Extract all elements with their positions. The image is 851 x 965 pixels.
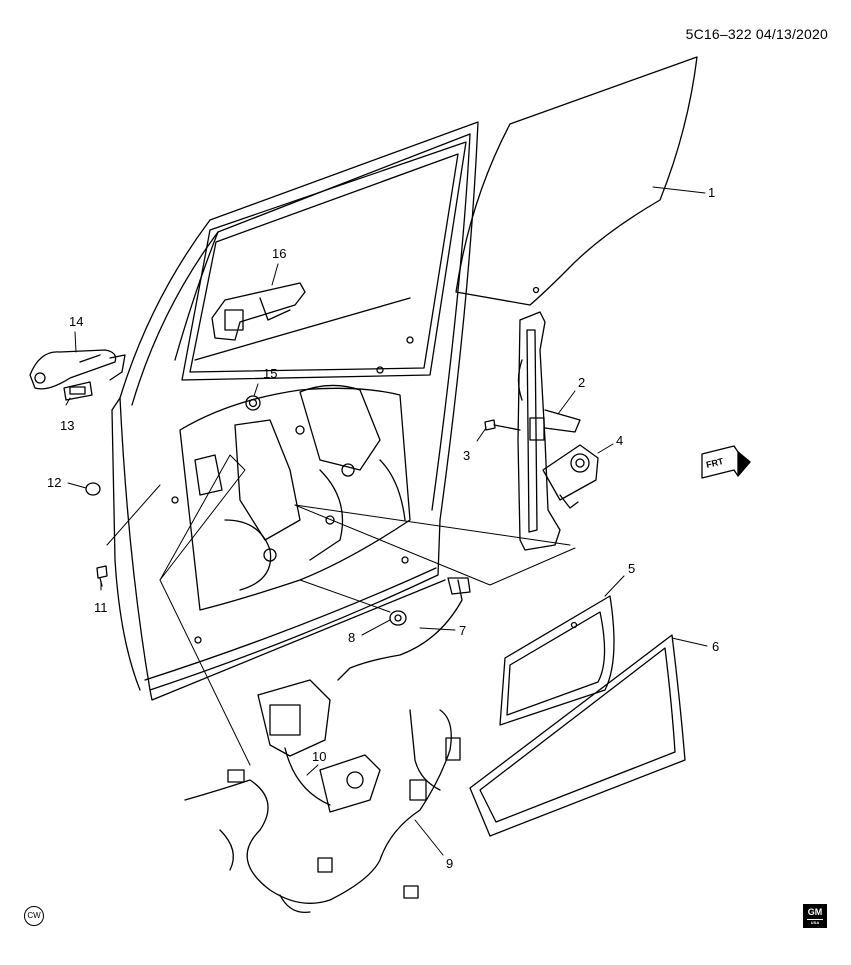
bolt-11	[96, 565, 108, 587]
leader-lines	[65, 186, 708, 856]
door-shell	[111, 121, 479, 701]
callout-16: 16	[272, 246, 287, 261]
front-direction-arrow	[701, 445, 751, 479]
outside-handle	[29, 349, 126, 390]
handle-bezel	[63, 381, 93, 401]
cw-badge: CW	[24, 906, 44, 926]
lock-cable	[337, 577, 471, 681]
gm-logo: GM USA	[803, 904, 827, 928]
wiring-harness	[184, 709, 461, 914]
callout-9: 9	[446, 856, 454, 871]
callout-6: 6	[712, 639, 720, 654]
callout-8: 8	[348, 630, 356, 645]
callout-4: 4	[616, 433, 624, 448]
callout-12: 12	[47, 475, 62, 490]
callout-13: 13	[60, 418, 75, 433]
callout-10: 10	[312, 749, 327, 764]
callout-3: 3	[463, 448, 471, 463]
water-deflector	[499, 595, 615, 726]
callout-14: 14	[69, 314, 84, 329]
regulator-motor	[542, 444, 599, 509]
callout-2: 2	[578, 375, 586, 390]
door-glass	[455, 56, 698, 306]
plug	[85, 482, 101, 496]
gm-logo-subtext: USA	[807, 919, 823, 925]
screw-3	[484, 419, 521, 431]
callout-11: 11	[94, 600, 108, 615]
door-latch	[257, 679, 381, 813]
callout-15: 15	[263, 366, 278, 381]
inside-handle	[211, 282, 306, 341]
callout-1: 1	[708, 185, 716, 200]
trim-panel	[469, 634, 686, 837]
window-regulator	[517, 311, 581, 551]
callout-5: 5	[628, 561, 636, 576]
gm-logo-text: GM	[807, 907, 823, 917]
callout-7: 7	[459, 623, 467, 638]
diagram-code: 5C16–322 04/13/2020	[685, 26, 828, 42]
